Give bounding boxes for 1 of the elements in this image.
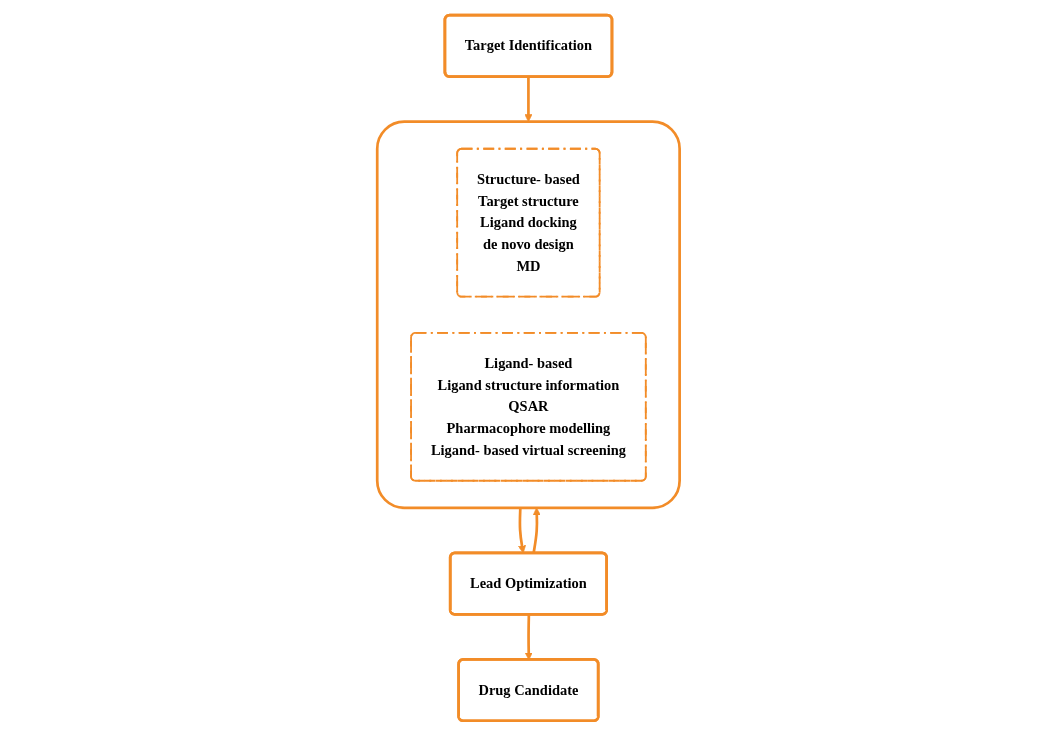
cluster [375, 120, 682, 510]
